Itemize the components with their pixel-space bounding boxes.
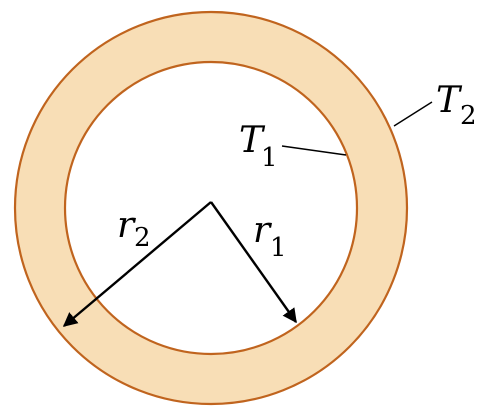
inner-radius-subscript: 1 <box>270 233 287 263</box>
inner-temperature-subscript: 1 <box>261 143 278 173</box>
outer-temperature-symbol: T <box>436 80 463 121</box>
inner-radius-symbol: r <box>253 210 272 251</box>
outer-temperature-label: T 2 <box>436 80 477 131</box>
outer-radius-label: r 2 <box>117 205 151 253</box>
inner-temperature-label: T 1 <box>239 120 278 173</box>
outer-temperature-leader <box>393 101 433 127</box>
outer-radius-subscript: 2 <box>134 223 151 253</box>
inner-radius-arrow <box>210 201 297 324</box>
inner-radius-label: r 1 <box>253 210 287 263</box>
outer-radius-arrow <box>62 201 212 327</box>
outer-temperature-subscript: 2 <box>460 101 477 131</box>
outer-radius-symbol: r <box>117 205 136 246</box>
inner-cylinder-surface <box>63 60 359 356</box>
inner-temperature-leader <box>281 145 347 156</box>
inner-temperature-symbol: T <box>239 120 266 161</box>
